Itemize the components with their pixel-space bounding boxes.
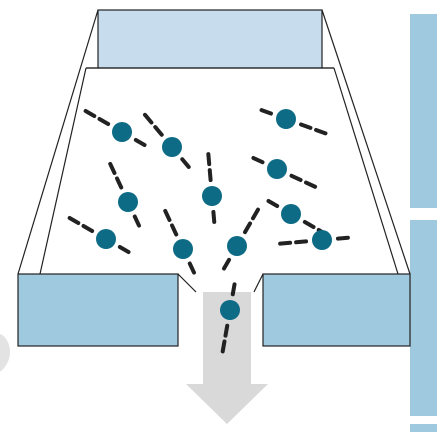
molecule-head-icon: [312, 230, 332, 250]
molecule-tail-segment: [314, 127, 328, 136]
molecule-tail-segment: [170, 223, 179, 237]
outlet-right-edge: [253, 273, 264, 293]
molecule-tail-segment: [243, 221, 252, 235]
molecule-tail-segment: [180, 157, 191, 169]
molecule-tail-segment: [302, 220, 316, 229]
molecule-head-icon: [281, 204, 301, 224]
tray-left-inner-wall: [39, 67, 87, 275]
molecule-tail-segment: [251, 207, 260, 221]
molecule-tail-segment: [230, 282, 237, 297]
molecule-tail-segment: [294, 239, 309, 245]
molecule-head-icon: [173, 239, 193, 259]
molecule-tail-segment: [81, 224, 95, 233]
molecule-tail-segment: [187, 261, 196, 275]
tray-front-left-panel: [17, 273, 179, 347]
molecule-head-icon: [276, 109, 296, 129]
molecule-tail-segment: [206, 152, 212, 167]
side-bar-gap-mid: [410, 208, 437, 220]
molecule-head-icon: [162, 137, 182, 157]
side-bar-top: [410, 14, 437, 208]
molecule-tail-segment: [163, 208, 172, 222]
side-bar-bottom: [410, 220, 437, 416]
tray-front-right-panel: [262, 273, 411, 347]
molecules: [67, 108, 350, 354]
tray-right-outer-wall: [321, 9, 411, 275]
molecule-tail-segment: [67, 216, 81, 225]
molecule-head-icon: [202, 186, 222, 206]
molecule-tail-segment: [133, 138, 147, 147]
molecule-tail-segment: [304, 180, 318, 189]
molecule-tail-segment: [207, 168, 213, 183]
molecule-tail-segment: [83, 109, 97, 118]
tray-right-inner-wall: [333, 67, 399, 275]
molecule-tail-segment: [108, 161, 117, 175]
molecule-head-icon: [220, 300, 240, 320]
molecule-tail-segment: [211, 209, 217, 224]
molecule-tail-segment: [143, 112, 154, 125]
side-bar-gap-top: [410, 0, 437, 14]
outlet-left-edge: [177, 273, 197, 293]
side-bar-gap-bottom: [410, 416, 437, 424]
molecule-tail-segment: [259, 108, 273, 116]
molecule-tail-segment: [153, 125, 164, 137]
molecule-head-icon: [96, 229, 116, 249]
molecule-tail-segment: [278, 240, 293, 246]
tray-left-outer-wall: [17, 9, 99, 275]
molecule-tail-segment: [266, 199, 280, 208]
molecule-tail-segment: [289, 173, 303, 182]
molecule-tail-segment: [223, 323, 230, 338]
molecule-tail-segment: [132, 214, 141, 228]
side-bars: [410, 0, 437, 432]
molecule-tail-segment: [117, 245, 131, 254]
side-bar-foot: [410, 424, 437, 432]
tray-back-panel: [97, 9, 323, 69]
tray: [17, 9, 411, 275]
molecule-tail-segment: [222, 257, 231, 271]
molecule-tail-segment: [220, 339, 227, 354]
molecule-tail-segment: [251, 156, 265, 165]
left-edge-shadow: [0, 334, 10, 372]
down-arrow-icon: [186, 292, 268, 424]
molecule-head-icon: [227, 236, 247, 256]
molecule-head-icon: [118, 192, 138, 212]
molecule-head-icon: [112, 122, 132, 142]
molecule-tail-segment: [97, 117, 111, 126]
molecule-tail-segment: [115, 176, 124, 190]
molecule-head-icon: [267, 159, 287, 179]
molecule-tail-segment: [335, 235, 350, 241]
molecule-tail-segment: [299, 122, 313, 130]
